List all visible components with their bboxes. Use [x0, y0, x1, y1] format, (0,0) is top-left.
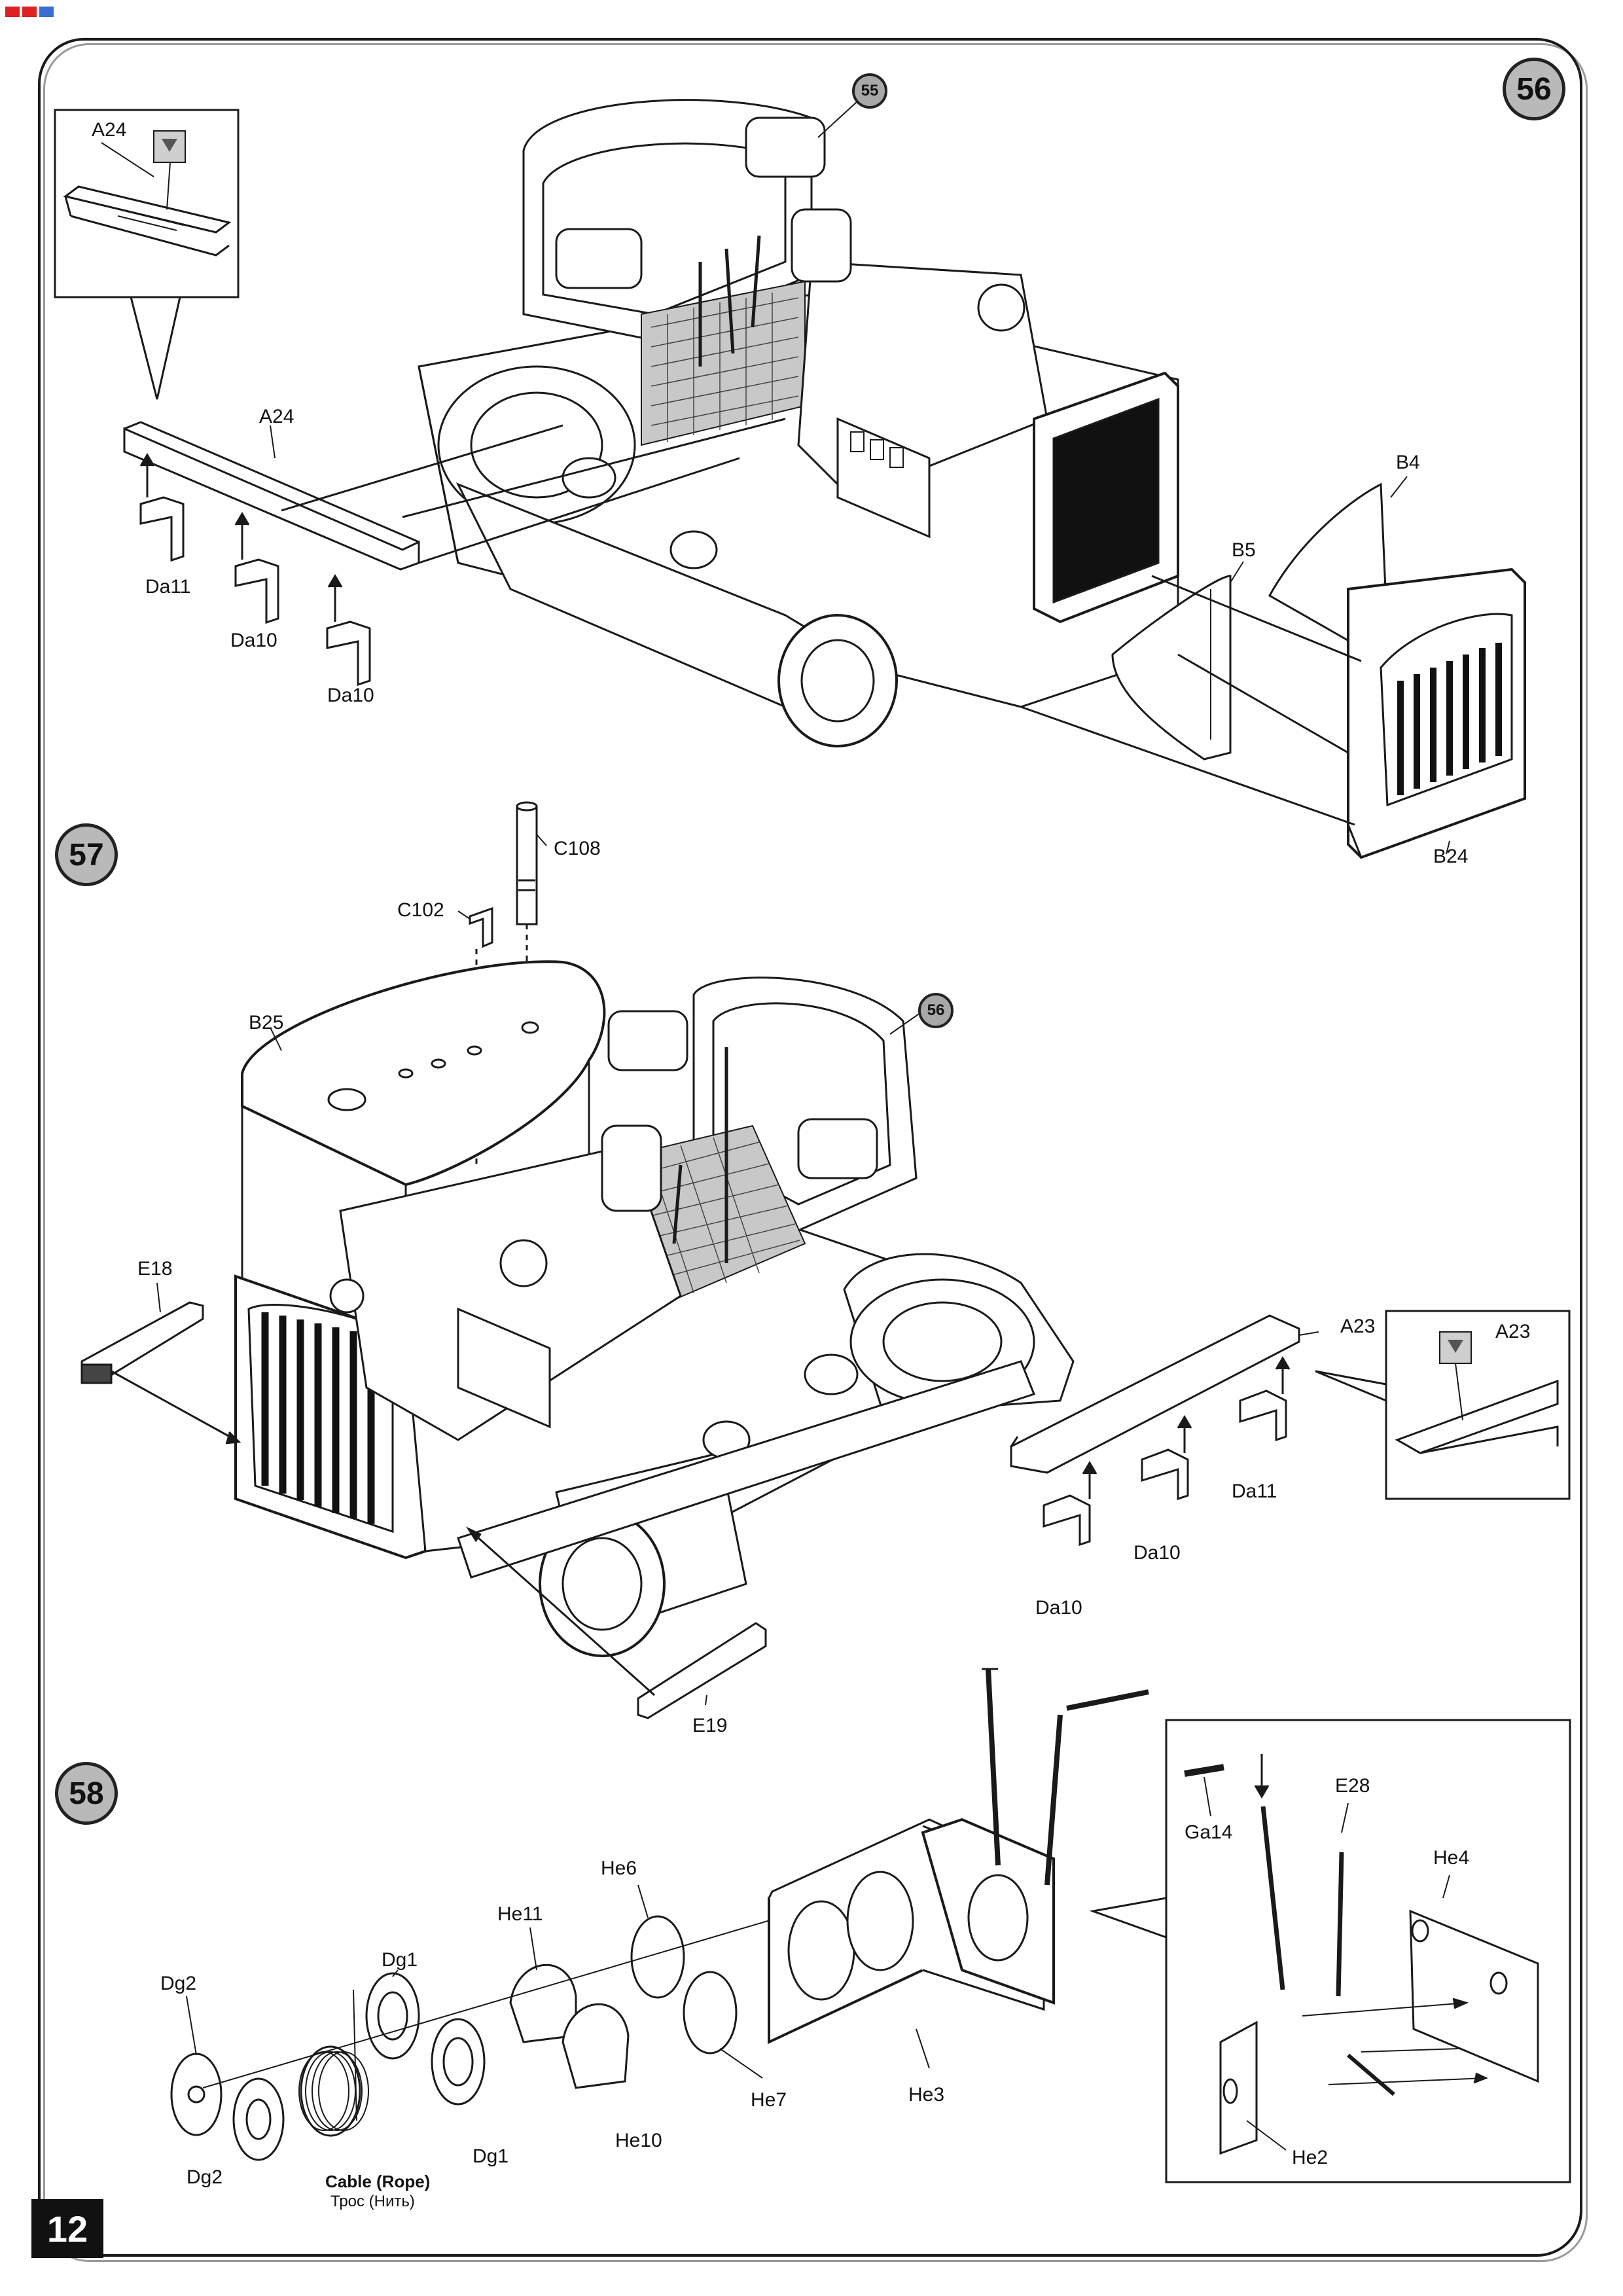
label-da10-b: Da10 [327, 685, 374, 706]
label-b24: B24 [1433, 846, 1469, 867]
label-da10-b: Da10 [1035, 1597, 1082, 1619]
label-b25: B25 [249, 1012, 284, 1033]
label-cable-ru: Трос (Нить) [330, 2193, 415, 2210]
label-dg1-a: Dg1 [382, 1949, 418, 1971]
label-leader-lines [101, 101, 1450, 2151]
page-frame [38, 38, 1582, 2257]
page-number: 12 [31, 2199, 103, 2258]
label-da11: Da11 [145, 576, 191, 598]
label-ga14: Ga14 [1185, 1821, 1233, 1843]
label-b5: B5 [1232, 539, 1256, 561]
label-cable-en: Cable (Rope) [325, 2172, 431, 2191]
step-56-badge: 56 [1503, 58, 1565, 120]
label-he11: He11 [497, 1903, 543, 1925]
step-57-badge: 57 [55, 823, 118, 886]
label-b4: B4 [1396, 452, 1420, 473]
label-dg2-a: Dg2 [160, 1973, 197, 1994]
label-da11: Da11 [1232, 1480, 1277, 1502]
label-he2: He2 [1292, 2147, 1329, 2168]
label-c108: C108 [554, 838, 601, 859]
step-58-badge: 58 [55, 1762, 118, 1825]
label-a24: A24 [259, 406, 294, 427]
label-e18: E18 [137, 1258, 173, 1280]
label-he3: He3 [908, 2084, 945, 2106]
label-dg1-b: Dg1 [473, 2145, 509, 2167]
label-a23-inset: A23 [1495, 1321, 1531, 1342]
label-he10: He10 [615, 2130, 662, 2151]
ref-step-56-badge: 56 [918, 993, 954, 1028]
page-frame-shadow [43, 43, 1588, 2262]
step56-illustration [54, 99, 1526, 859]
label-he7: He7 [751, 2089, 787, 2111]
label-a24-inset: A24 [92, 119, 127, 141]
label-e19: E19 [692, 1715, 728, 1736]
brand-logo [4, 4, 55, 24]
label-he6: He6 [601, 1857, 637, 1879]
label-da10-a: Da10 [230, 630, 277, 651]
label-c102: C102 [397, 899, 444, 921]
label-a23: A23 [1340, 1316, 1376, 1337]
ref-step-55-badge: 55 [852, 73, 887, 109]
label-he4: He4 [1433, 1847, 1470, 1869]
label-e28: E28 [1335, 1775, 1370, 1797]
label-dg2-b: Dg2 [187, 2166, 223, 2188]
step57-illustration [80, 801, 1571, 1719]
step58-illustration [170, 1668, 1571, 2183]
label-da10-a: Da10 [1133, 1542, 1181, 1564]
